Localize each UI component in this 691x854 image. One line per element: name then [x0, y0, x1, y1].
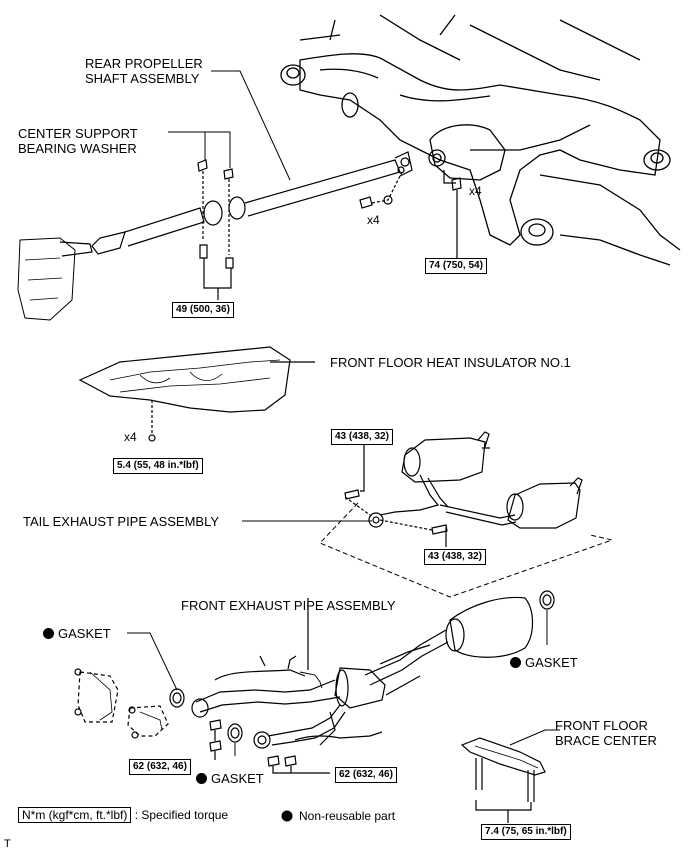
rear-suspension-member	[280, 14, 681, 266]
brace-label: FRONT FLOOR BRACE CENTER	[555, 718, 657, 748]
bolt-count-x4-c: x4	[124, 430, 137, 444]
torque-center-support: 49 (500, 36)	[172, 302, 234, 318]
tail-pipe-bolts	[344, 436, 448, 547]
heat-insulator-label: FRONT FLOOR HEAT INSULATOR NO.1	[330, 355, 571, 370]
front-exhaust-pipe	[191, 596, 534, 749]
front-pipe-hangers	[74, 668, 169, 739]
legend-torque: N*m (kgf*cm, ft.*lbf) : Specified torque	[18, 807, 229, 823]
legend-torque-text: : Specified torque	[134, 808, 229, 822]
legend-nonreusable: Non-reusable part	[299, 809, 396, 823]
leader-lines-top	[168, 70, 291, 181]
tail-mounting-frame	[319, 502, 614, 598]
legend-dot	[281, 810, 293, 822]
propeller-shaft	[17, 151, 413, 321]
front-pipe-label: FRONT EXHAUST PIPE ASSEMBLY	[181, 598, 396, 613]
legend-torque-box: N*m (kgf*cm, ft.*lbf)	[18, 807, 132, 823]
nonreusable-dot	[510, 657, 521, 668]
tail-exhaust-pipe	[368, 431, 583, 529]
nonreusable-dot	[196, 773, 207, 784]
torque-tail-lower: 43 (438, 32)	[424, 549, 486, 565]
bolt-count-x4-b: x4	[469, 184, 482, 198]
front-floor-brace	[460, 729, 560, 823]
front-pipe-bolts	[209, 719, 330, 774]
torque-front-pipe-left: 62 (632, 46)	[129, 759, 191, 775]
torque-tail-upper: 43 (438, 32)	[331, 429, 393, 445]
tail-pipe-label: TAIL EXHAUST PIPE ASSEMBLY	[23, 514, 220, 529]
heat-insulator	[78, 346, 315, 442]
nonreusable-dot	[43, 628, 54, 639]
corner-mark: T	[4, 838, 11, 850]
torque-front-pipe-right: 62 (632, 46)	[335, 767, 397, 783]
gaskets	[127, 590, 555, 756]
bolt-count-x4-a: x4	[367, 213, 380, 227]
shaft-hardware	[197, 159, 462, 300]
torque-brace: 7.4 (75, 65 in.*lbf)	[481, 824, 571, 840]
gasket-label-center: GASKET	[196, 771, 264, 786]
rear-propeller-label: REAR PROPELLER SHAFT ASSEMBLY	[85, 56, 203, 86]
gasket-label-left: GASKET	[43, 626, 111, 641]
gasket-label-right: GASKET	[510, 655, 578, 670]
torque-heat-insulator: 5.4 (55, 48 in.*lbf)	[113, 458, 203, 474]
torque-differential: 74 (750, 54)	[425, 258, 487, 274]
center-support-label: CENTER SUPPORT BEARING WASHER	[18, 126, 138, 156]
